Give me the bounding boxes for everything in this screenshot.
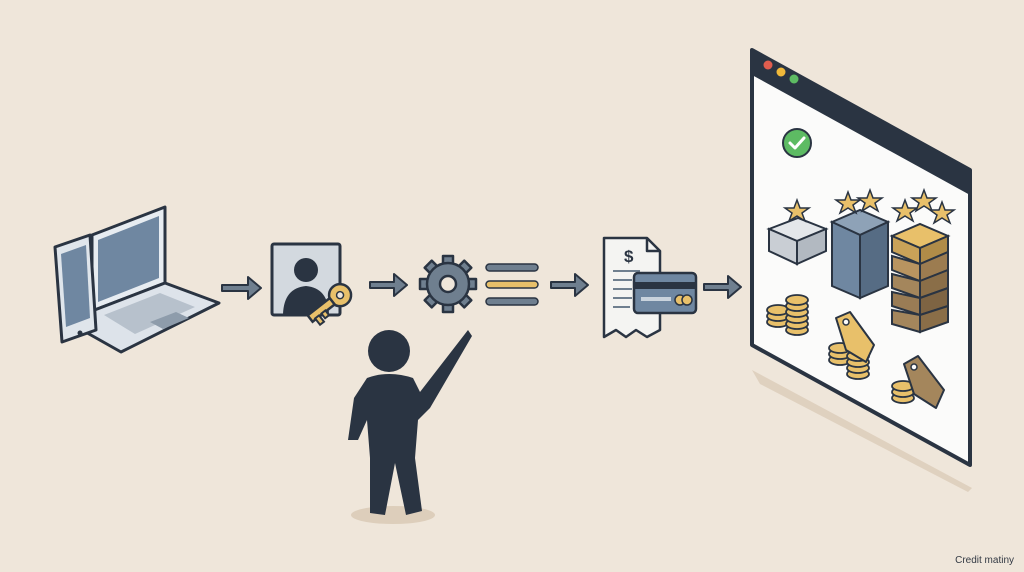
- gear-icon: [418, 254, 478, 314]
- user-key-icon: [270, 242, 353, 327]
- flow-arrow-3: [550, 273, 589, 297]
- coin-stack-icon: [766, 294, 809, 336]
- price-tag-icon: [835, 311, 875, 363]
- storefront-shadow: [752, 370, 972, 492]
- pointing-person-icon: [348, 330, 472, 524]
- flow-arrow-1: [221, 276, 262, 300]
- invoice-and-card-icon: $: [602, 236, 698, 339]
- star-stack-icon: [889, 187, 957, 334]
- price-tag-icon: [903, 355, 945, 409]
- window-maximize-dot: [789, 74, 799, 84]
- success-check-icon: [782, 128, 812, 158]
- invoice-dollar-symbol: $: [624, 247, 634, 266]
- window-close-dot: [763, 60, 773, 70]
- gear-with-lines-icon: [418, 254, 539, 314]
- star-tower-icon: [829, 187, 891, 300]
- laptop-and-phone-icon: [53, 205, 221, 354]
- window-minimize-dot: [776, 67, 786, 77]
- credit-text: Credit matiny: [955, 555, 1014, 566]
- flow-arrow-2: [369, 273, 408, 297]
- browser-window-icon: [750, 48, 972, 467]
- process-lines: [485, 263, 539, 306]
- star-box-icon: [766, 197, 829, 266]
- flow-arrow-4: [703, 275, 742, 299]
